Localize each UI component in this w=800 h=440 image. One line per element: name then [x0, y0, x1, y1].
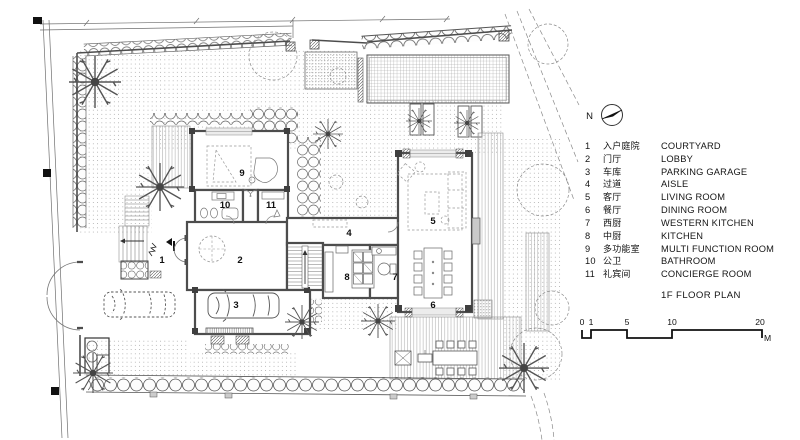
legend-num: 11 [585, 269, 596, 280]
entry-steps [118, 195, 150, 263]
legend-en: KITCHEN [661, 230, 704, 241]
legend-zh: 入户庭院 [603, 141, 640, 151]
legend-num: 8 [585, 230, 591, 241]
legend-zh: 礼宾间 [603, 269, 631, 280]
scale-bar: 0 1 5 10 20 M [580, 317, 772, 343]
legend-en: MULTI FUNCTION ROOM [661, 243, 775, 254]
legend-en: AISLE [661, 179, 689, 190]
room-label-8: 8 [344, 272, 349, 283]
legend-zh: 客厅 [603, 192, 622, 203]
legend-item-8: 8 中厨 KITCHEN [585, 230, 795, 243]
legend-item-5: 5 客厅 LIVING ROOM [585, 191, 795, 204]
windows [205, 127, 481, 318]
scale-tick-20: 20 [755, 317, 765, 327]
legend-item-11: 11 礼宾间 CONCIERGE ROOM [585, 268, 795, 281]
legend-en: WESTERN KITCHEN [661, 217, 754, 228]
legend-en: CONCIERGE ROOM [661, 269, 752, 280]
legend-zh: 过道 [603, 179, 622, 190]
aisle-features [312, 219, 399, 233]
scale-tick-10: 10 [667, 317, 677, 327]
legend-item-10: 10 公卫 BATHROOM [585, 255, 795, 268]
legend-num: 4 [585, 179, 591, 190]
room-lobby [185, 220, 289, 292]
scale-tick-1: 1 [589, 317, 594, 327]
dining-furniture [413, 247, 453, 299]
legend-item-1: 1 入户庭院 COURTYARD [585, 140, 795, 153]
trees [68, 23, 570, 394]
room-multifunction [190, 129, 290, 192]
room-label-1: 1 [159, 255, 165, 266]
legend-en: PARKING GARAGE [661, 166, 748, 177]
legend-item-9: 9 多功能室 MULTI FUNCTION ROOM [585, 243, 795, 256]
legend-zh: 门厅 [603, 153, 622, 164]
aisle [285, 216, 400, 247]
legend-item-7: 7 西厨 WESTERN KITCHEN [585, 217, 795, 230]
room-label-7: 7 [392, 272, 397, 283]
legend-zh: 中厨 [603, 230, 622, 241]
legend-zh: 公卫 [603, 256, 622, 267]
legend-num: 10 [585, 256, 596, 267]
stairs [288, 245, 322, 289]
context-lines [39, 8, 580, 440]
legend-num: 7 [585, 217, 591, 228]
legend-num: 3 [585, 166, 591, 177]
legend-num: 1 [585, 141, 591, 151]
room-label-2: 2 [237, 255, 242, 266]
deck-furniture [394, 340, 478, 376]
survey-markers [33, 17, 59, 395]
vehicles [103, 288, 280, 345]
legend-num: 9 [585, 243, 591, 254]
legend-zh: 车库 [603, 166, 622, 177]
multifunction-furniture [206, 145, 278, 187]
legend-num: 5 [585, 192, 591, 203]
scale-tick-0: 0 [580, 317, 585, 327]
tree-canopies [248, 23, 570, 381]
room-labels: 1 2 3 4 5 6 7 8 9 10 11 [159, 168, 436, 311]
room-label-10: 10 [220, 200, 231, 211]
room-label-6: 6 [430, 300, 435, 311]
lobby-features [173, 235, 226, 265]
site-boundary [46, 29, 513, 376]
legend-item-4: 4 过道 AISLE [585, 178, 795, 191]
room-label-3: 3 [233, 300, 238, 311]
bath-fixtures [200, 189, 285, 225]
courtyard-features [120, 238, 175, 280]
legend-num: 6 [585, 205, 591, 216]
legend-en: LIVING ROOM [661, 192, 726, 203]
legend-en: LOBBY [661, 153, 694, 164]
room-label-5: 5 [430, 216, 436, 227]
legend-zh: 多功能室 [603, 243, 640, 254]
room-label-11: 11 [266, 200, 277, 211]
north-arrow: N [586, 104, 623, 126]
legend: 1 入户庭院 COURTYARD 2 门厅 LOBBY 3 车库 PARKING… [585, 140, 795, 281]
legend-num: 2 [585, 153, 591, 164]
kitchen-fixtures [324, 245, 397, 293]
tree-planters [409, 103, 483, 138]
room-label-4: 4 [346, 228, 352, 239]
room-label-9: 9 [239, 168, 244, 179]
legend-zh: 餐厅 [603, 205, 622, 216]
legend-item-6: 6 餐厅 DINING ROOM [585, 204, 795, 217]
north-label: N [586, 111, 593, 122]
room-concierge [256, 188, 290, 226]
planted-bed [357, 54, 510, 104]
scale-tick-5: 5 [625, 317, 630, 327]
legend-en: DINING ROOM [661, 205, 728, 216]
plan-title: 1F FLOOR PLAN [661, 290, 741, 301]
legend-zh: 西厨 [603, 217, 622, 228]
legend-item-3: 3 车库 PARKING GARAGE [585, 166, 795, 179]
legend-item-2: 2 门厅 LOBBY [585, 153, 795, 166]
legend-en: BATHROOM [661, 256, 716, 267]
scale-unit: M [764, 333, 771, 343]
building [84, 127, 481, 374]
living-furniture [396, 161, 467, 231]
legend-en: COURTYARD [661, 141, 721, 151]
